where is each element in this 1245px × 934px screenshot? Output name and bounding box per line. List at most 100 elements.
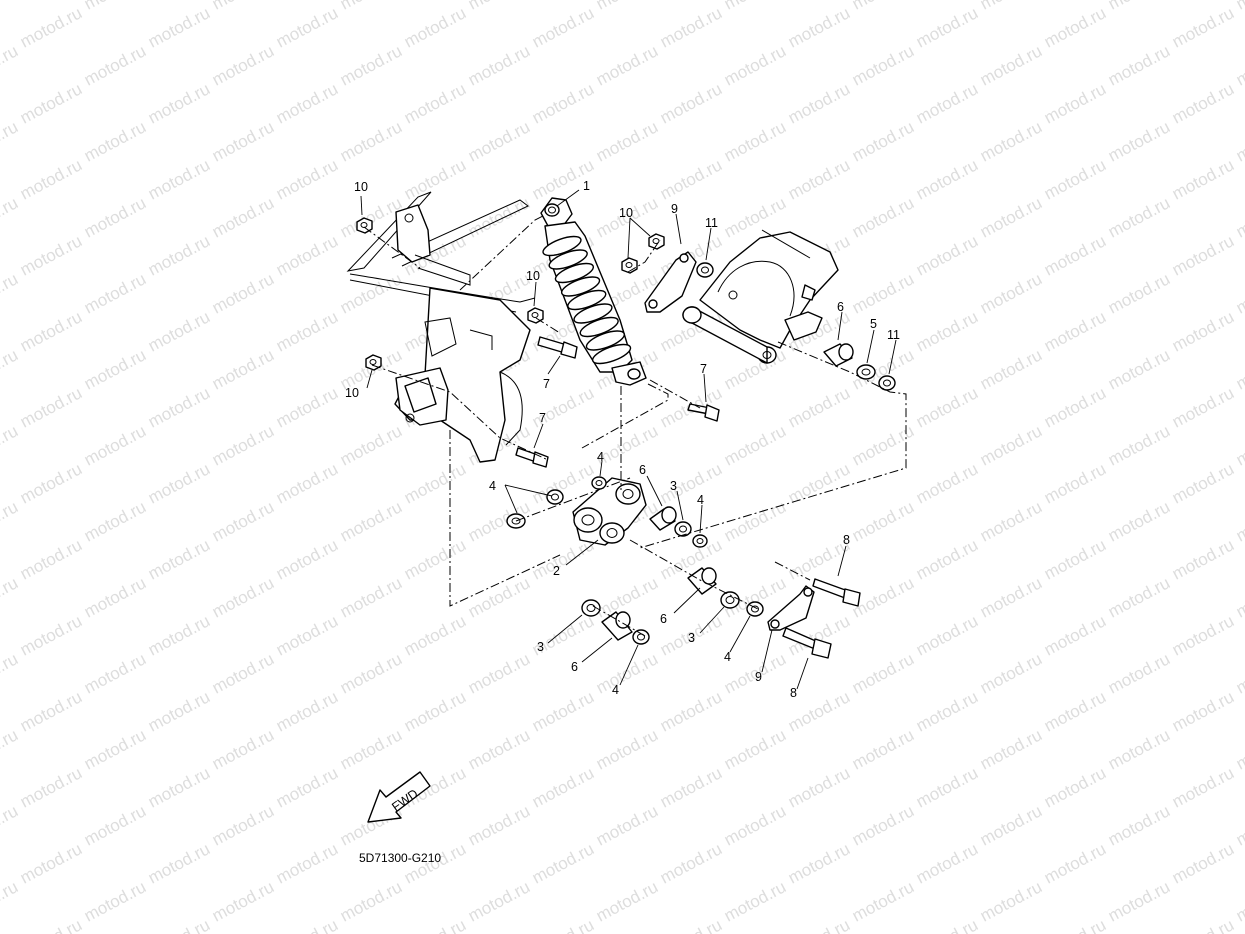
- watermark-text: motod.ru: [849, 421, 917, 469]
- callout: 2: [553, 564, 560, 578]
- watermark-text: motod.ru: [1041, 383, 1109, 431]
- watermark-text: motod.ru: [0, 877, 21, 925]
- watermark-text: motod.ru: [145, 383, 213, 431]
- callout: 8: [843, 533, 850, 547]
- watermark-text: motod.ru: [593, 877, 661, 925]
- callout: 7: [700, 362, 707, 376]
- callout: 10: [526, 269, 540, 283]
- watermark-text: motod.ru: [81, 801, 149, 849]
- watermark-text: motod.ru: [337, 573, 405, 621]
- watermark-text: motod.ru: [1169, 307, 1237, 355]
- watermark-text: motod.ru: [273, 383, 341, 431]
- watermark-text: motod.ru: [17, 79, 85, 127]
- watermark-text: motod.ru: [0, 421, 21, 469]
- watermark-text: motod.ru: [17, 535, 85, 583]
- watermark-text: motod.ru: [273, 763, 341, 811]
- watermark-text: motod.ru: [1105, 269, 1173, 317]
- shock-spring-coil: [585, 330, 626, 351]
- watermark-text: motod.ru: [209, 269, 277, 317]
- watermark-text: motod.ru: [721, 41, 789, 89]
- watermark-text: motod.ru: [977, 877, 1045, 925]
- watermark-text: motod.ru: [209, 649, 277, 697]
- callout: 4: [724, 650, 731, 664]
- watermark-text: motod.ru: [593, 41, 661, 89]
- watermark-text: motod.ru: [593, 117, 661, 165]
- watermark-text: motod.ru: [0, 345, 21, 393]
- watermark-text: motod.ru: [1233, 877, 1245, 925]
- diagram-code: 5D71300-G210: [359, 851, 441, 865]
- watermark-text: motod.ru: [849, 269, 917, 317]
- callout: 11: [887, 328, 900, 342]
- watermark-text: motod.ru: [849, 193, 917, 241]
- watermark-text: motod.ru: [721, 801, 789, 849]
- callout: 10: [345, 386, 359, 400]
- watermark-text: motod.ru: [145, 459, 213, 507]
- watermark-text: motod.ru: [81, 725, 149, 773]
- watermark-text: motod.ru: [721, 497, 789, 545]
- watermark-text: motod.ru: [913, 383, 981, 431]
- watermark-text: motod.ru: [1105, 421, 1173, 469]
- watermark-text: motod.ru: [17, 383, 85, 431]
- shock-spring-coil: [554, 262, 595, 284]
- watermark-text: motod.ru: [913, 839, 981, 887]
- watermark-text: motod.ru: [977, 0, 1045, 14]
- watermark-text: motod.ru: [1169, 459, 1237, 507]
- watermark-text: motod.ru: [0, 41, 21, 89]
- watermark-text: motod.ru: [1233, 269, 1245, 317]
- callout: 5: [870, 317, 877, 331]
- watermark-text: motod.ru: [977, 649, 1045, 697]
- watermark-text: motod.ru: [849, 649, 917, 697]
- watermark-text: motod.ru: [0, 649, 21, 697]
- watermark-text: motod.ru: [0, 573, 21, 621]
- watermark-text: motod.ru: [17, 687, 85, 735]
- watermark-text: motod.ru: [81, 649, 149, 697]
- watermark-text: motod.ru: [977, 41, 1045, 89]
- watermark-text: motod.ru: [401, 3, 469, 51]
- watermark-text: motod.ru: [1105, 117, 1173, 165]
- watermark-text: motod.ru: [273, 459, 341, 507]
- watermark-text: motod.ru: [977, 497, 1045, 545]
- watermark-text: motod.ru: [465, 649, 533, 697]
- watermark-text: motod.ru: [145, 763, 213, 811]
- watermark-text: motod.ru: [913, 307, 981, 355]
- watermark-text: motod.ru: [337, 877, 405, 925]
- watermark-text: motod.ru: [337, 497, 405, 545]
- watermark-text: motod.ru: [0, 0, 21, 14]
- watermark-text: motod.ru: [0, 269, 21, 317]
- watermark-text: motod.ru: [145, 915, 213, 934]
- frame-assembly: [346, 191, 536, 463]
- watermark-text: motod.ru: [1233, 193, 1245, 241]
- watermark-text: motod.ru: [401, 79, 469, 127]
- watermark-text: motod.ru: [1233, 801, 1245, 849]
- watermark-text: motod.ru: [17, 3, 85, 51]
- watermark-text: motod.ru: [849, 0, 917, 14]
- watermark-text: motod.ru: [209, 117, 277, 165]
- watermark-text: motod.ru: [785, 3, 853, 51]
- watermark-text: motod.ru: [337, 193, 405, 241]
- watermark-text: motod.ru: [209, 345, 277, 393]
- watermark-text: motod.ru: [145, 611, 213, 659]
- shock-spring-coil: [548, 249, 588, 270]
- watermark-text: motod.ru: [273, 155, 341, 203]
- watermark-text: motod.ru: [1041, 535, 1109, 583]
- watermark-text: motod.ru: [81, 573, 149, 621]
- watermark-text: motod.ru: [337, 117, 405, 165]
- watermark-text: motod.ru: [1041, 459, 1109, 507]
- watermark-text: motod.ru: [1169, 3, 1237, 51]
- watermark-text: motod.ru: [593, 649, 661, 697]
- watermark-text: motod.ru: [0, 193, 21, 241]
- watermark-text: motod.ru: [401, 155, 469, 203]
- watermark-text: motod.ru: [209, 725, 277, 773]
- rear-shock-absorber: [540, 197, 647, 386]
- callout: 7: [543, 377, 550, 391]
- watermark-text: motod.ru: [145, 687, 213, 735]
- watermark-text: motod.ru: [1105, 649, 1173, 697]
- watermark-text: motod.ru: [785, 155, 853, 203]
- watermark-text: motod.ru: [785, 763, 853, 811]
- watermark-text: motod.ru: [209, 573, 277, 621]
- watermark-text: motod.ru: [145, 79, 213, 127]
- watermark-text: motod.ru: [273, 839, 341, 887]
- watermark-text: motod.ru: [337, 269, 405, 317]
- watermark-text: motod.ru: [337, 421, 405, 469]
- watermark-text: motod.ru: [465, 725, 533, 773]
